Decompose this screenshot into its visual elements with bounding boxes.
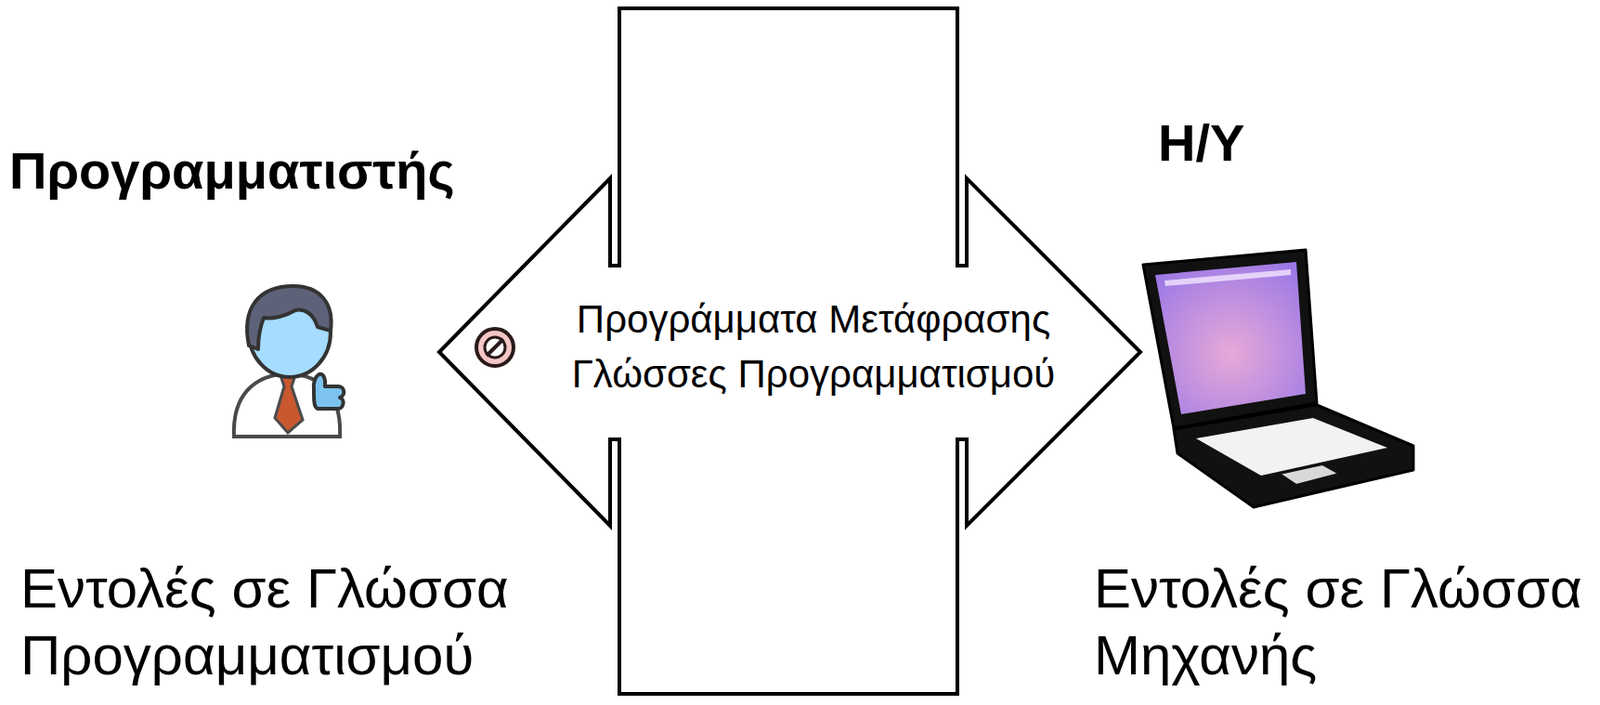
laptop-lid (1143, 249, 1317, 429)
laptop-touchpad (1279, 464, 1340, 485)
laptop-keyboard (1196, 417, 1388, 476)
double-arrow-shape: Προγράμματα ΜετάφρασηςΓλώσσες Προγραμματ… (439, 8, 1141, 695)
arrow-outline-path (439, 8, 1141, 694)
programmer-icon (221, 271, 356, 443)
arrow-text: Προγράμματα ΜετάφρασηςΓλώσσες Προγραμματ… (572, 292, 1056, 403)
symbol-ring (476, 328, 514, 366)
person-hair (247, 286, 331, 350)
arrow-outline (439, 8, 1141, 695)
person-tie (274, 375, 303, 433)
source-caption: Εντολές σε Γλώσσα Προγραμματισμού (20, 555, 589, 690)
laptop-icon (1140, 247, 1419, 512)
laptop-screen (1155, 261, 1306, 415)
target-caption: Εντολές σε Γλώσσα Μηχανής (1093, 555, 1587, 690)
no-entry-symbol (476, 328, 514, 366)
computer-label: Η/Υ (1157, 111, 1245, 174)
role-label: Προγραμματιστής (9, 139, 456, 202)
arrow-text-line: Γλώσσες Προγραμματισμού (572, 347, 1056, 403)
person-hand (313, 374, 345, 409)
screen-highlight (1164, 269, 1291, 287)
symbol-bar (486, 338, 504, 356)
arrow-text-line: Προγράμματα Μετάφρασης (572, 292, 1056, 348)
symbol-inner (484, 337, 506, 358)
